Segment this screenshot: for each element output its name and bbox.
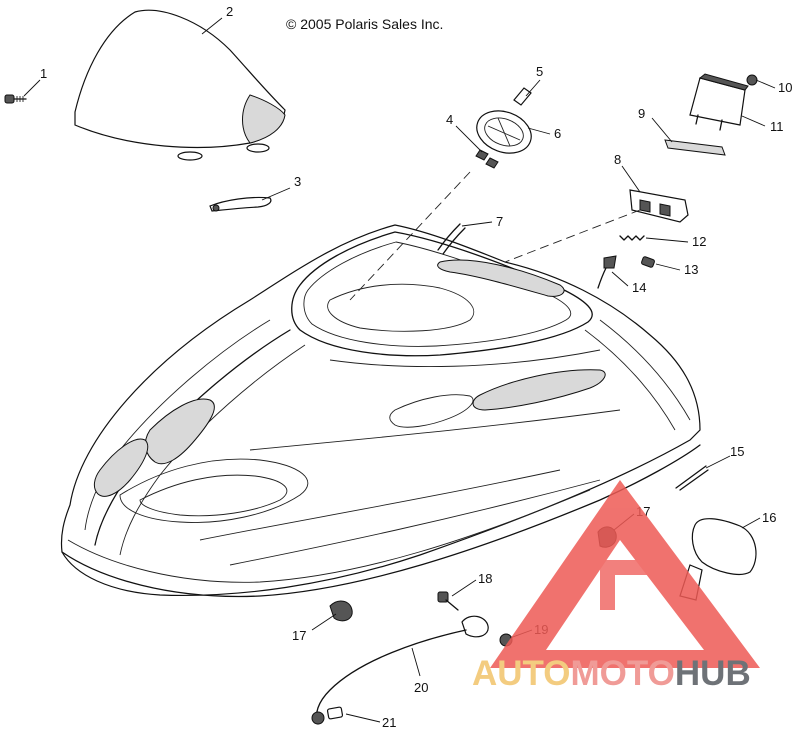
watermark-auto: AUTO [472,654,571,693]
wire-clip-part [437,223,466,255]
callout-15: 15 [730,444,744,459]
callout-20: 20 [414,680,428,695]
callout-12: 12 [692,234,706,249]
watermark-triangle-logo [490,480,760,668]
callout-5: 5 [536,64,543,79]
cable-part [311,615,489,725]
sensor-part [597,255,617,289]
connector-part [641,256,655,268]
bracket-part [629,189,689,223]
nut-part [746,74,758,86]
callout-10: 10 [778,80,792,95]
watermark-moto: MOTO [571,654,675,693]
leader-lines [23,17,776,723]
callout-21: 21 [382,715,396,730]
bulb-part [513,87,532,106]
callout-14: 14 [632,280,646,295]
gauge-ring-part [476,110,532,154]
spring-part [619,235,645,241]
gasket-part [664,139,726,156]
rivet-strip-part [209,196,272,212]
callout-3: 3 [294,174,301,189]
callout-9: 9 [638,106,645,121]
callout-8: 8 [614,152,621,167]
callout-4: 4 [446,112,453,127]
copyright-text: © 2005 Polaris Sales Inc. [286,16,443,32]
callout-17-lower: 17 [292,628,306,643]
windshield-part [74,9,286,161]
hood-part [60,224,701,598]
gauge-housing-part [689,73,749,131]
callout-6: 6 [554,126,561,141]
callout-18: 18 [478,571,492,586]
fitting-part [326,706,344,720]
svg-text:AUTOMOTOHUB: AUTOMOTOHUB [472,654,751,693]
screw-part [4,94,27,104]
watermark: AUTOMOTOHUB [472,480,760,693]
callout-1: 1 [40,66,47,81]
grommet-part-lower [329,600,353,622]
watermark-hub: HUB [675,654,751,693]
callout-16: 16 [762,510,776,525]
assembly-lines [349,171,641,301]
pin-part [675,465,709,491]
bolt-part [437,591,459,611]
callout-2: 2 [226,4,233,19]
callout-11: 11 [770,119,784,134]
callout-13: 13 [684,262,698,277]
callout-7: 7 [496,214,503,229]
stud-part [475,149,499,169]
